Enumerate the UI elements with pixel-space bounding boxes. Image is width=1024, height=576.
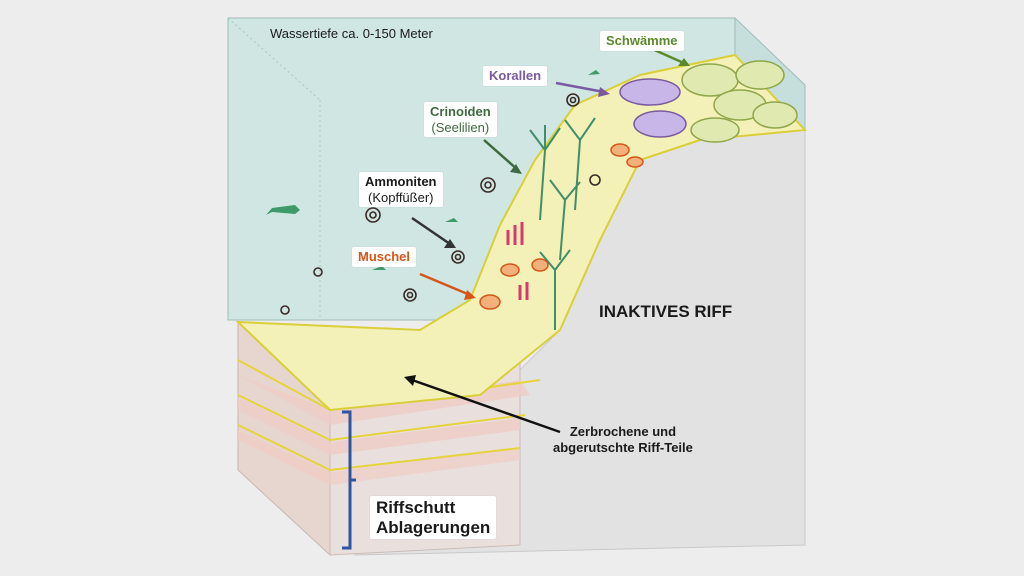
broken-parts-line1: Zerbrochene und [569,424,677,439]
broken-parts-label: Zerbrochene und abgerutschte Riff-Teile [547,422,699,457]
debris-label-line1: Riffschutt [376,498,456,517]
ammonites [280,93,601,315]
sediment-line [237,424,331,471]
sediment-line [237,359,331,411]
red-corals [506,222,529,300]
sediment-line [237,394,331,441]
debris-label: Riffschutt Ablagerungen [370,496,497,540]
sediment-line [329,414,526,441]
sponges-cluster [681,60,798,143]
corals-cluster [619,78,687,138]
mussels-cluster [479,143,644,310]
sediment-line [329,447,521,471]
crinoids-label-title: Crinoiden [430,104,491,119]
corals-label: Korallen [483,66,548,86]
ammonites-label: Ammoniten (Kopffüßer) [359,172,443,208]
sediment-layer [238,430,520,485]
inactive-reef-label: INAKTIVES RIFF [599,302,733,321]
broken-parts-line2: abgerutschte Riff-Teile [553,439,693,455]
mussel-label: Muschel [352,247,417,267]
sponges-label: Schwämme [600,31,684,51]
crinoids-label-sub: (Seelilien) [431,119,490,135]
ammonites-label-sub: (Kopffüßer) [367,189,434,205]
water-back-edge [227,17,321,101]
debris-label-line2: Ablagerungen [376,517,491,537]
fish [266,70,600,270]
crinoids-cluster [529,117,596,330]
ammonites-label-title: Ammoniten [365,174,437,189]
callout-arrows [404,46,690,434]
sediment-layer [238,375,530,425]
water-depth-label: Wassertiefe ca. 0-150 Meter [270,26,433,41]
debris-bracket [342,410,356,550]
sediment-layer [238,398,520,455]
crinoids-label: Crinoiden (Seelilien) [424,102,497,138]
